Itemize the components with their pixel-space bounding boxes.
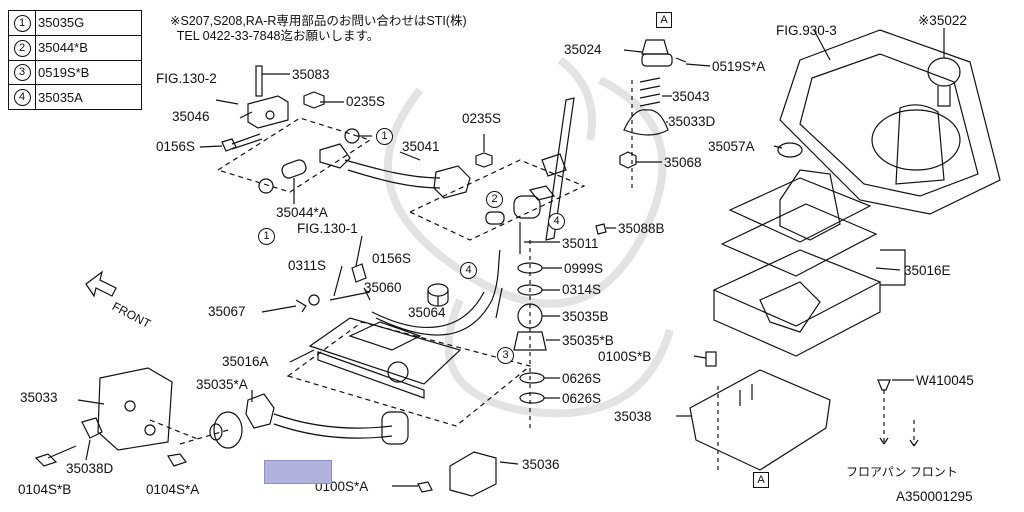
legend-part: 0519S*B bbox=[35, 59, 142, 86]
label-35043[interactable]: 35043 bbox=[672, 89, 710, 104]
front-arrow bbox=[85, 270, 117, 298]
legend-num: 3 bbox=[13, 64, 31, 82]
legend-part: 35035G bbox=[35, 10, 142, 36]
callout-3: 3 bbox=[497, 347, 514, 364]
callout-4-left: 4 bbox=[460, 262, 477, 279]
label-35016a[interactable]: 35016A bbox=[222, 354, 269, 369]
label-35035b-star[interactable]: 35035*B bbox=[562, 333, 614, 348]
label-35041[interactable]: 35041 bbox=[402, 139, 440, 154]
callout-2: 2 bbox=[486, 191, 503, 208]
label-fig130-2[interactable]: FIG.130-2 bbox=[156, 71, 217, 86]
legend-num: 1 bbox=[13, 14, 31, 32]
selection-highlight-box bbox=[264, 460, 332, 484]
label-35088b[interactable]: 35088B bbox=[618, 221, 665, 236]
watermark-crest bbox=[384, 56, 674, 418]
floor-pan-front-label: フロアパン フロント bbox=[846, 465, 958, 479]
label-35024[interactable]: 35024 bbox=[564, 42, 602, 57]
label-0235s-left[interactable]: 0235S bbox=[346, 94, 386, 109]
label-0626s-upper[interactable]: 0626S bbox=[562, 371, 602, 386]
diagram-id: A350001295 bbox=[896, 489, 973, 504]
label-35033d[interactable]: 35033D bbox=[668, 114, 716, 129]
callout-1-upper: 1 bbox=[376, 128, 393, 145]
label-0235s-right[interactable]: 0235S bbox=[462, 111, 502, 126]
label-0519sa[interactable]: 0519S*A bbox=[712, 59, 766, 74]
label-35033[interactable]: 35033 bbox=[20, 390, 58, 405]
label-w410045[interactable]: W410045 bbox=[916, 373, 974, 388]
legend-num: 4 bbox=[13, 89, 31, 107]
legend-part: 35044*B bbox=[35, 34, 142, 61]
legend-num: 2 bbox=[13, 39, 31, 57]
note-line-1: ※S207,S208,RA-R専用部品のお問い合わせはSTI(株) bbox=[170, 14, 467, 28]
label-35038d[interactable]: 35038D bbox=[66, 461, 114, 476]
label-fig930-3[interactable]: FIG.930-3 bbox=[776, 23, 837, 38]
label-35067[interactable]: 35067 bbox=[208, 304, 246, 319]
label-35060[interactable]: 35060 bbox=[364, 280, 402, 295]
callout-1-lower: 1 bbox=[258, 228, 275, 245]
reference-a-box-bottom: A bbox=[753, 472, 769, 488]
label-35068[interactable]: 35068 bbox=[664, 155, 702, 170]
label-35046[interactable]: 35046 bbox=[172, 109, 210, 124]
label-0999s[interactable]: 0999S bbox=[564, 261, 604, 276]
label-0100sb[interactable]: 0100S*B bbox=[598, 349, 652, 364]
label-0104sa[interactable]: 0104S*A bbox=[146, 482, 200, 497]
label-0314s[interactable]: 0314S bbox=[562, 282, 602, 297]
label-35016e[interactable]: 35016E bbox=[904, 263, 951, 278]
label-35064[interactable]: 35064 bbox=[408, 305, 446, 320]
label-0156s-left[interactable]: 0156S bbox=[156, 139, 196, 154]
label-fig130-1[interactable]: FIG.130-1 bbox=[297, 221, 358, 236]
label-0311s[interactable]: 0311S bbox=[288, 258, 327, 273]
label-0626s-lower[interactable]: 0626S bbox=[562, 391, 602, 406]
note-line-2: TEL 0422-33-7848迄お願いします。 bbox=[176, 29, 380, 43]
label-0104sb[interactable]: 0104S*B bbox=[18, 482, 72, 497]
label-0156s-right[interactable]: 0156S bbox=[372, 251, 412, 266]
label-35057a[interactable]: 35057A bbox=[708, 139, 755, 154]
label-35044a[interactable]: 35044*A bbox=[276, 205, 328, 220]
label-35083[interactable]: 35083 bbox=[292, 67, 330, 82]
label-35035a[interactable]: 35035*A bbox=[196, 377, 248, 392]
label-35022[interactable]: ※35022 bbox=[918, 13, 967, 28]
label-35036[interactable]: 35036 bbox=[522, 457, 560, 472]
reference-a-box-top: A bbox=[656, 12, 672, 28]
callout-4-right: 4 bbox=[548, 213, 565, 230]
sti-inquiry-note: ※S207,S208,RA-R専用部品のお問い合わせはSTI(株) TEL 04… bbox=[170, 14, 467, 44]
label-35035b[interactable]: 35035B bbox=[562, 309, 609, 324]
label-35038[interactable]: 35038 bbox=[614, 409, 652, 424]
label-35011[interactable]: 35011 bbox=[562, 236, 599, 251]
legend-part: 35035A bbox=[35, 84, 142, 110]
